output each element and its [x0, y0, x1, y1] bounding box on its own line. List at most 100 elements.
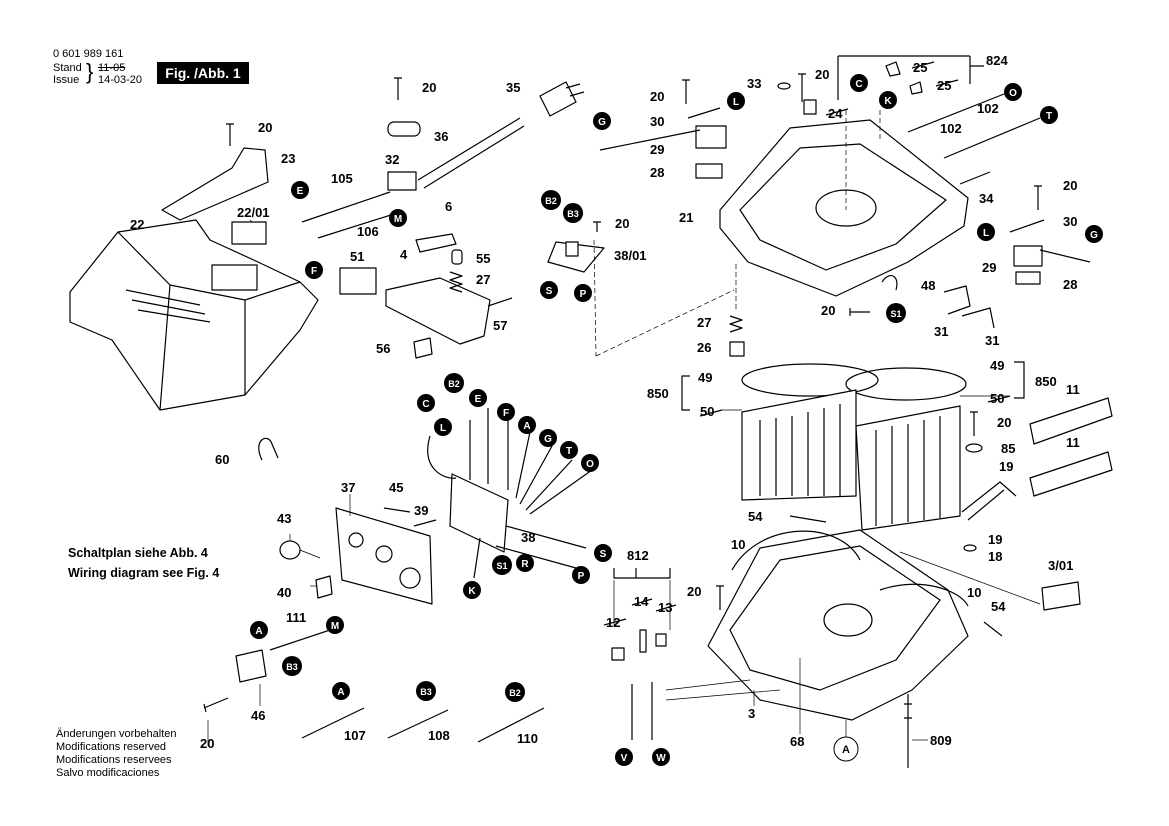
- stand-label: Stand: [53, 62, 82, 74]
- wire-111: [269, 629, 331, 651]
- label-50: 50: [700, 404, 714, 419]
- strike-50b: [987, 395, 1011, 403]
- callout-a-ring: A: [842, 744, 850, 756]
- label-27: 27: [476, 272, 490, 287]
- callout-b3b: [282, 656, 302, 676]
- base-part-21: [719, 119, 969, 297]
- callout-l1: [434, 418, 452, 436]
- wire-g-a: [599, 129, 701, 151]
- footer-line-en: Modifications reserved: [56, 741, 167, 753]
- callout-c: C: [422, 399, 429, 410]
- knob-part-43: [279, 540, 301, 560]
- callout-e: E: [297, 186, 304, 197]
- callout-l3: [977, 223, 995, 241]
- cap-part-55: [451, 249, 463, 265]
- callout-s1c: [886, 303, 906, 323]
- callout-s1: S1: [496, 561, 507, 571]
- connector-13: [655, 633, 667, 647]
- label-28-a: [695, 163, 723, 179]
- part-26: [729, 341, 745, 357]
- callout-l: L: [733, 97, 739, 108]
- callout-b2a: [541, 190, 561, 210]
- board-38-01: [547, 241, 605, 273]
- label-28: 28: [650, 165, 664, 180]
- gasket-49-a: [741, 363, 879, 397]
- label-21: 21: [679, 210, 693, 225]
- label-110: 110: [517, 731, 538, 746]
- callout-g1: [539, 429, 557, 447]
- leader-lines: [207, 110, 1041, 746]
- callout-v: V: [621, 753, 628, 764]
- callout-k2: [879, 91, 897, 109]
- label-32: 32: [385, 152, 399, 167]
- callout-p1: [574, 284, 592, 302]
- callout-m: M: [394, 214, 402, 225]
- switch-part-46: [235, 649, 267, 683]
- callout-letters: E F M B2 B3 S P C L B2 E F A G T O S R S…: [255, 79, 1098, 764]
- label-51: 51: [350, 249, 364, 264]
- label-29: 29: [982, 260, 996, 275]
- label-20: 20: [422, 80, 436, 95]
- pin-part-57: [487, 297, 513, 307]
- callout-o: O: [1009, 88, 1017, 99]
- callout-o2: [1004, 83, 1022, 101]
- callout-b2: B2: [545, 196, 557, 206]
- callout-b3: B3: [420, 687, 432, 697]
- callout-p: P: [578, 571, 585, 582]
- gasket-49-b: [845, 367, 967, 401]
- callout-c: C: [855, 79, 862, 90]
- label-850: 850: [647, 386, 669, 401]
- callout-a2: [250, 621, 268, 639]
- callout-m: M: [331, 621, 339, 632]
- part-number: 0 601 989 161: [53, 48, 124, 60]
- rod-19: [961, 481, 1017, 521]
- strike-24: [825, 108, 849, 116]
- wire-105: [301, 191, 391, 223]
- strike-12: [603, 618, 627, 626]
- key-part-34: [959, 171, 991, 185]
- label-25: 25: [913, 60, 927, 75]
- label-102: 102: [977, 101, 999, 116]
- spring-27-a: [449, 271, 463, 293]
- label-22: 22: [130, 217, 144, 232]
- cover-switch-plate: [211, 264, 258, 291]
- part-labels: 20 35 20 36 23 32 105 22/01 22 106 6 51 …: [130, 53, 1080, 751]
- label-26: 26: [697, 340, 711, 355]
- switch-29-b: [1013, 245, 1043, 267]
- label-850: 850: [1035, 374, 1057, 389]
- callout-b3: B3: [286, 662, 298, 672]
- callout-f2: [497, 403, 515, 421]
- screw-20-h: [849, 308, 870, 316]
- container-part-3: [707, 529, 969, 721]
- wire-106: [317, 213, 395, 239]
- label-105: 105: [331, 171, 353, 186]
- callout-r: R: [521, 559, 529, 570]
- callout-f: F: [311, 266, 317, 277]
- bracket-31-b: [961, 307, 995, 329]
- label-3-01: [1041, 581, 1081, 611]
- callout-o: O: [586, 459, 594, 470]
- label-55: 55: [476, 251, 490, 266]
- leader-v-w: [665, 679, 781, 701]
- callout-t: T: [566, 446, 572, 457]
- callout-s: S: [546, 286, 553, 297]
- label-24: 24: [828, 106, 843, 121]
- label-31: 31: [985, 333, 999, 348]
- label-46: 46: [251, 708, 265, 723]
- callout-m1: [389, 209, 407, 227]
- callout-b3a: [563, 203, 583, 223]
- schaltplan-note: Schaltplan siehe Abb. 4: [68, 546, 208, 560]
- washer-85: [965, 443, 983, 453]
- switch-29-a: [695, 125, 727, 149]
- callout-e2: [469, 389, 487, 407]
- footer-line-es: Salvo modificaciones: [56, 767, 160, 779]
- issue-label: Issue: [53, 74, 80, 86]
- board-connector: [565, 241, 579, 257]
- label-39: 39: [414, 503, 428, 518]
- screw-20-a: [226, 123, 234, 146]
- callout-g3: [1085, 225, 1103, 243]
- label-30: 30: [650, 114, 664, 129]
- callout-a: A: [523, 421, 530, 432]
